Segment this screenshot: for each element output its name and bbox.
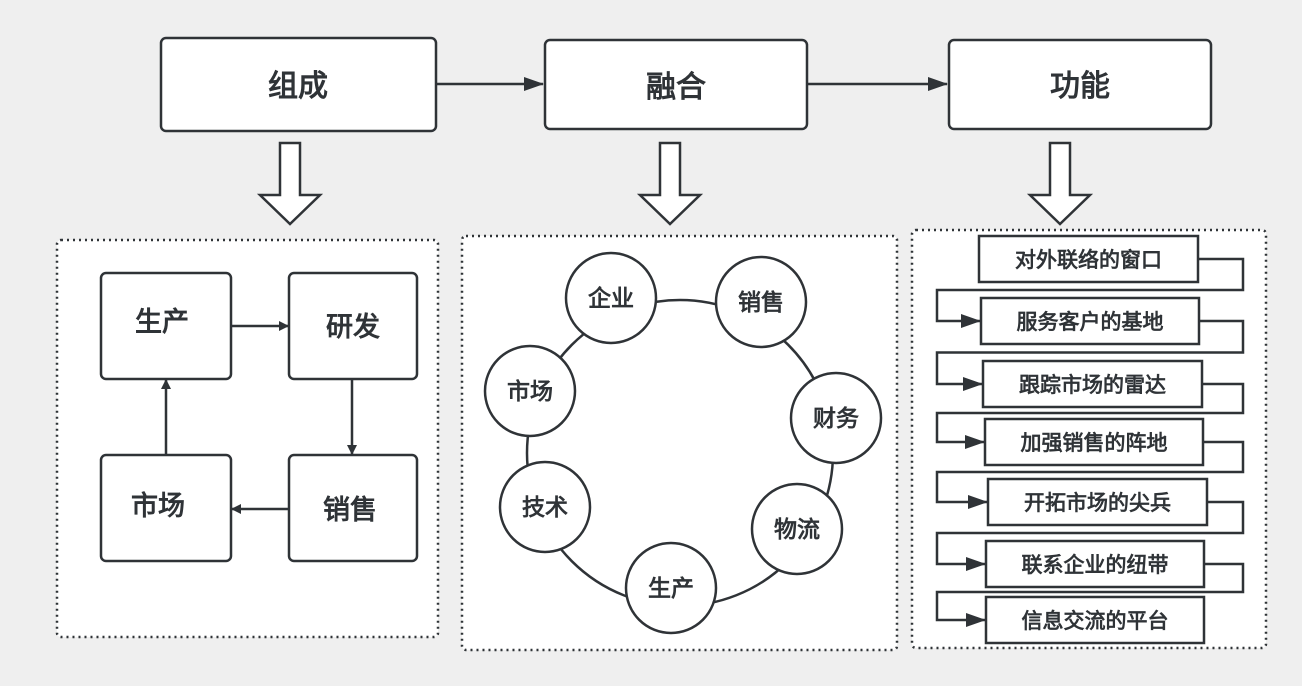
fusion-node-label: 物流 bbox=[774, 516, 820, 543]
fusion-node-circle bbox=[714, 255, 808, 349]
function-item-label: 开拓市场的尖兵 bbox=[1024, 491, 1171, 515]
function-item: 开拓市场的尖兵 bbox=[986, 477, 1209, 527]
fusion-node-label: 财务 bbox=[813, 406, 860, 432]
fusion-node-circle bbox=[624, 541, 718, 635]
function-connector-arrow bbox=[935, 562, 1245, 627]
function-item-label: 对外联络的窗口 bbox=[1015, 248, 1162, 272]
fusion-node-circle bbox=[483, 344, 577, 438]
function-item-label: 跟踪市场的雷达 bbox=[1019, 373, 1166, 397]
stage-function: 功能 bbox=[947, 38, 1213, 131]
function-item: 对外联络的窗口 bbox=[977, 234, 1200, 284]
stage-composition-label: 组成 bbox=[268, 69, 328, 104]
function-item-label: 服务客户的基地 bbox=[1017, 310, 1164, 334]
node-sales bbox=[287, 453, 419, 563]
fusion-node-label: 生产 bbox=[648, 575, 694, 602]
function-connector-arrow bbox=[935, 382, 1245, 449]
fusion-node-circle bbox=[564, 251, 658, 345]
function-item: 跟踪市场的雷达 bbox=[981, 359, 1204, 409]
function-connector-arrow bbox=[935, 500, 1245, 571]
fusion-node-technology: 技术 bbox=[498, 460, 592, 554]
function-item-box bbox=[983, 417, 1205, 467]
function-connector-arrow bbox=[935, 257, 1245, 328]
function-item-label: 联系企业的纽带 bbox=[1022, 553, 1169, 577]
function-connector-arrow bbox=[935, 319, 1245, 391]
fusion-node-finance: 财务 bbox=[789, 371, 883, 465]
function-item: 联系企业的纽带 bbox=[984, 539, 1206, 589]
stage-function-label: 功能 bbox=[1050, 69, 1110, 104]
down-arrow-composition-icon bbox=[256, 141, 324, 226]
fusion-node-circle bbox=[789, 371, 883, 465]
function-item-label: 信息交流的平台 bbox=[1022, 609, 1169, 633]
node-rnd-label: 研发 bbox=[326, 311, 380, 343]
fusion-node-label: 企业 bbox=[587, 285, 634, 312]
function-item-box bbox=[984, 539, 1206, 589]
fusion-node-circle bbox=[498, 460, 592, 554]
function-connector-arrow bbox=[935, 440, 1245, 509]
fusion-node-enterprise: 企业 bbox=[564, 251, 658, 345]
stage-fusion-label: 融合 bbox=[646, 70, 706, 105]
function-item: 服务客户的基地 bbox=[979, 296, 1201, 346]
fusion-node-market: 市场 bbox=[483, 344, 577, 438]
function-item: 加强销售的阵地 bbox=[983, 417, 1205, 467]
function-item-box bbox=[984, 595, 1206, 645]
fusion-node-logistics: 物流 bbox=[750, 482, 844, 576]
node-production-label: 生产 bbox=[135, 307, 189, 338]
fusion-node-circle bbox=[750, 482, 844, 576]
fusion-node-label: 技术 bbox=[522, 495, 568, 521]
composition-cycle: 生产 研发 销售 市场 bbox=[99, 271, 419, 563]
fusion-node-sales: 销售 bbox=[714, 255, 808, 349]
node-sales-label: 销售 bbox=[323, 494, 377, 526]
stage-composition: 组成 bbox=[159, 36, 438, 133]
fusion-node-label: 市场 bbox=[507, 378, 553, 405]
function-item-label: 加强销售的阵地 bbox=[1020, 431, 1168, 455]
node-market-label: 市场 bbox=[131, 490, 185, 522]
fusion-node-production: 生产 bbox=[624, 541, 718, 635]
node-rnd bbox=[287, 271, 419, 381]
down-arrow-fusion-icon bbox=[636, 141, 704, 226]
fusion-node-label: 销售 bbox=[738, 289, 784, 316]
down-arrow-function-icon bbox=[1026, 141, 1094, 226]
function-item: 信息交流的平台 bbox=[984, 595, 1206, 645]
stage-fusion: 融合 bbox=[543, 38, 809, 131]
function-item-box bbox=[986, 477, 1209, 527]
function-flow: 对外联络的窗口服务客户的基地跟踪市场的雷达加强销售的阵地开拓市场的尖兵联系企业的… bbox=[935, 234, 1245, 645]
function-item-box bbox=[979, 296, 1201, 346]
